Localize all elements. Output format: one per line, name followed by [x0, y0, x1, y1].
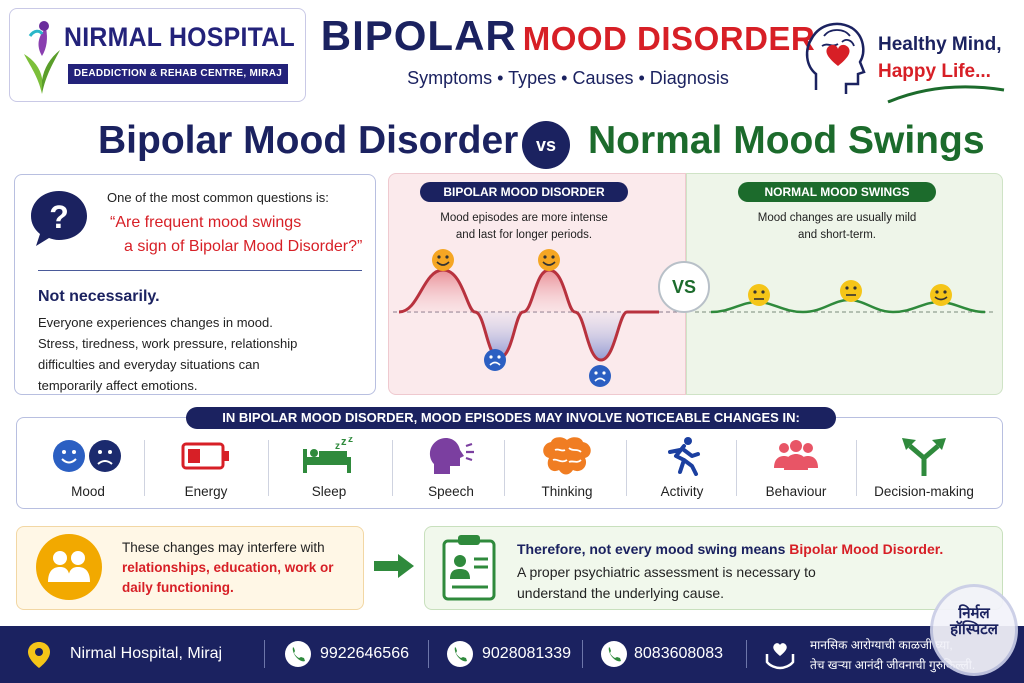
footer-divider — [428, 640, 429, 668]
svg-text:?: ? — [49, 199, 69, 235]
changes-divider — [144, 440, 145, 496]
changes-divider — [504, 440, 505, 496]
low-battery-icon — [181, 442, 229, 470]
phone-icon — [447, 641, 473, 667]
conclusion-line3: understand the underlying cause. — [517, 585, 725, 601]
hospital-subtitle: DEADDICTION & REHAB CENTRE, MIRAJ — [68, 64, 288, 84]
happy-face-icon — [538, 249, 560, 271]
svg-text:z: z — [335, 441, 340, 452]
question-intro: One of the most common questions is: — [107, 190, 329, 205]
change-item-speech: Speech — [406, 436, 496, 506]
changes-divider — [736, 440, 737, 496]
conclusion-panel — [424, 526, 1003, 610]
change-item-thinking: Thinking — [520, 436, 614, 506]
change-item-decision-making: Decision-making — [866, 436, 982, 506]
bipolar-mood-wave — [393, 249, 681, 387]
happy-face-icon — [930, 284, 952, 306]
change-item-activity: Activity — [640, 436, 724, 506]
people-group-icon — [774, 440, 818, 470]
conclusion-line2: A proper psychiatric assessment is neces… — [517, 564, 816, 580]
changes-divider — [392, 440, 393, 496]
bipolar-compare-desc: Mood episodes are more intense and last … — [440, 212, 608, 241]
footer-divider — [582, 640, 583, 668]
phone-icon — [601, 641, 627, 667]
answer-line: Stress, tiredness, work pressure, relati… — [38, 336, 298, 351]
heading-normal: Normal Mood Swings — [588, 119, 985, 162]
tagline-line1: Healthy Mind, — [878, 34, 1002, 55]
changes-divider — [856, 440, 857, 496]
happy-face-icon — [432, 249, 454, 271]
compare-vs-badge: VS — [658, 261, 710, 313]
footer-marathi-line1: मानसिक आरोग्याची काळजी घ्या, — [810, 638, 953, 652]
hospital-seal-watermark — [930, 584, 1018, 676]
changes-panel — [16, 417, 1003, 509]
neutral-face-icon — [748, 284, 770, 306]
conclusion-line1: Therefore, not every mood swing means Bi… — [517, 541, 944, 557]
title-bipolar: BIPOLAR — [320, 12, 517, 59]
change-item-energy: Energy — [160, 436, 252, 506]
hospital-logo-panel — [9, 8, 306, 102]
impact-line3: daily functioning. — [122, 580, 234, 595]
change-item-mood: Mood — [40, 436, 136, 506]
question-quote-line2: a sign of Bipolar Mood Disorder?” — [124, 238, 363, 255]
change-item-behaviour: Behaviour — [750, 436, 842, 506]
footer-phone3[interactable]: 8083608083 — [634, 645, 723, 662]
answer-heading: Not necessarily. — [38, 288, 160, 305]
conclusion-highlight: Bipolar Mood Disorder. — [789, 541, 944, 557]
impact-line2: relationships, education, work or — [122, 560, 334, 575]
changes-divider — [626, 440, 627, 496]
svg-text:z: z — [348, 437, 353, 445]
changes-title: IN BIPOLAR MOOD DISORDER, MOOD EPISODES … — [186, 407, 836, 429]
question-divider — [38, 270, 362, 271]
footer-divider — [746, 640, 747, 668]
care-hands-icon — [765, 643, 795, 670]
normal-compare-label: NORMAL MOOD SWINGS — [738, 182, 936, 202]
tagline-swoosh — [887, 85, 1005, 104]
impact-line1: These changes may interfere with — [122, 540, 325, 555]
footer-bar — [0, 626, 1024, 683]
phone-icon — [285, 641, 311, 667]
split-arrows-icon — [902, 438, 946, 476]
seal-text: निर्मल हॉस्पिटल — [950, 605, 998, 638]
normal-compare-desc: Mood changes are usually mild and short-… — [757, 212, 917, 241]
normal-mood-wave — [695, 280, 993, 314]
footer-marathi-line2: तेच खऱ्या आनंदी जीवनाची गुरुकिल्ली. — [810, 658, 976, 672]
answer-body: Everyone experiences changes in mood. St… — [38, 312, 358, 396]
brain-icon — [543, 437, 591, 475]
title-mood-disorder: MOOD DISORDER — [522, 20, 816, 57]
svg-text:z: z — [341, 437, 347, 448]
arrow-right-icon — [374, 554, 414, 578]
bipolar-compare-label: BIPOLAR MOOD DISORDER — [420, 182, 628, 202]
changes-divider — [268, 440, 269, 496]
tagline-line2: Happy Life... — [878, 61, 991, 82]
lotus-logo-icon — [24, 21, 60, 94]
two-people-icon — [36, 534, 102, 600]
happy-sad-faces-icon — [53, 440, 121, 472]
question-bubble-icon: ? — [31, 191, 87, 246]
brain-heart-icon — [805, 22, 866, 94]
location-pin-icon — [28, 642, 50, 668]
answer-line: temporarily affect emotions. — [38, 378, 198, 393]
question-quote-line1: “Are frequent mood swings — [110, 214, 302, 231]
heading-vs-badge: vs — [522, 121, 570, 169]
sad-face-icon — [589, 365, 611, 387]
running-person-icon — [668, 437, 700, 476]
sad-face-icon — [484, 349, 506, 371]
page-subtitle: Symptoms • Types • Causes • Diagnosis — [407, 68, 729, 88]
hospital-name: NIRMAL HOSPITAL — [64, 22, 295, 52]
neutral-face-icon — [840, 280, 862, 302]
footer-phone2[interactable]: 9028081339 — [482, 645, 571, 662]
answer-line: difficulties and everyday situations can — [38, 357, 260, 372]
footer-phone1[interactable]: 9922646566 — [320, 645, 409, 662]
answer-line: Everyone experiences changes in mood. — [38, 315, 273, 330]
speaking-head-icon — [429, 438, 474, 474]
heading-bipolar: Bipolar Mood Disorder — [98, 119, 519, 162]
footer-location: Nirmal Hospital, Miraj — [70, 645, 223, 662]
footer-divider — [264, 640, 265, 668]
clipboard-assessment-icon — [442, 535, 496, 601]
